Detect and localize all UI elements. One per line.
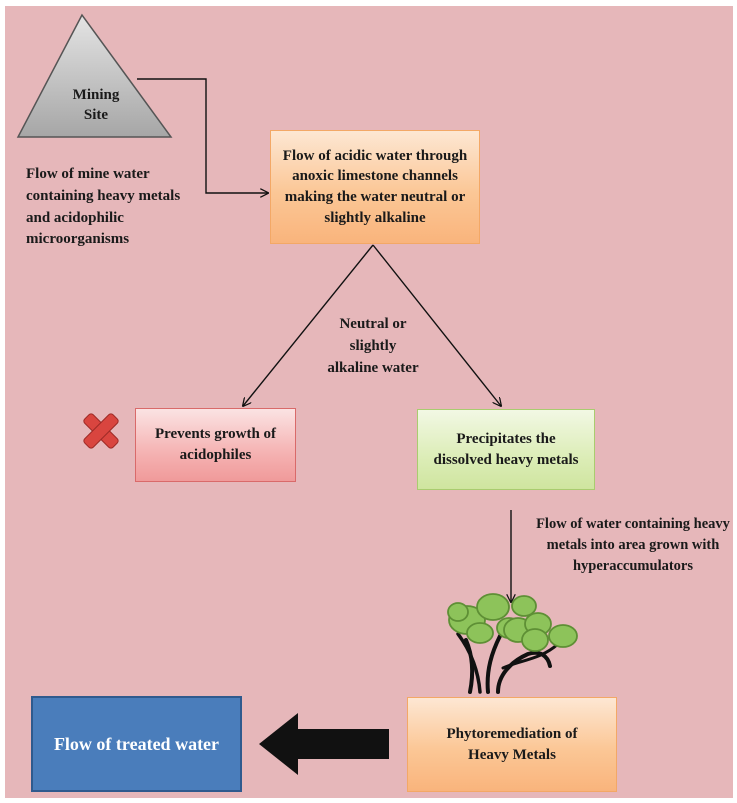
limestone-flow-text: Flow of acidic water through anoxic lime… [282, 147, 468, 226]
treated-water-text: Flow of treated water [53, 733, 220, 754]
phytoremediation-box: Phytoremediation of Heavy Metals [407, 697, 617, 792]
precipitates-box: Precipitates the dissolved heavy metals [417, 409, 595, 490]
tree-icon [447, 593, 578, 694]
red-cross-icon [83, 413, 119, 449]
mining-site-triangle [16, 13, 173, 138]
hyperaccumulators-label: Flow of water containing heavy metals in… [536, 516, 730, 575]
arrow-limestone-to-precipitates [372, 244, 501, 406]
arrow-mine-to-limestone [137, 78, 268, 193]
phytoremediation-text: Phytoremediation of Heavy Metals [446, 725, 578, 763]
treated-water-box: Flow of treated water [31, 696, 242, 792]
limestone-flow-box: Flow of acidic water through anoxic lime… [270, 130, 480, 244]
prevents-growth-box: Prevents growth of acidophiles [135, 408, 296, 482]
mining-site-label: Mining Site [72, 87, 120, 123]
arrow-limestone-to-prevents [243, 244, 374, 406]
precipitates-text: Precipitates the dissolved heavy metals [433, 430, 579, 468]
prevents-growth-text: Prevents growth of acidophiles [154, 426, 277, 463]
left-arrow-icon [259, 713, 389, 775]
mine-water-label: Flow of mine water containing heavy meta… [26, 166, 181, 248]
neutral-water-label: Neutral or slightly alkaline water [327, 316, 419, 376]
